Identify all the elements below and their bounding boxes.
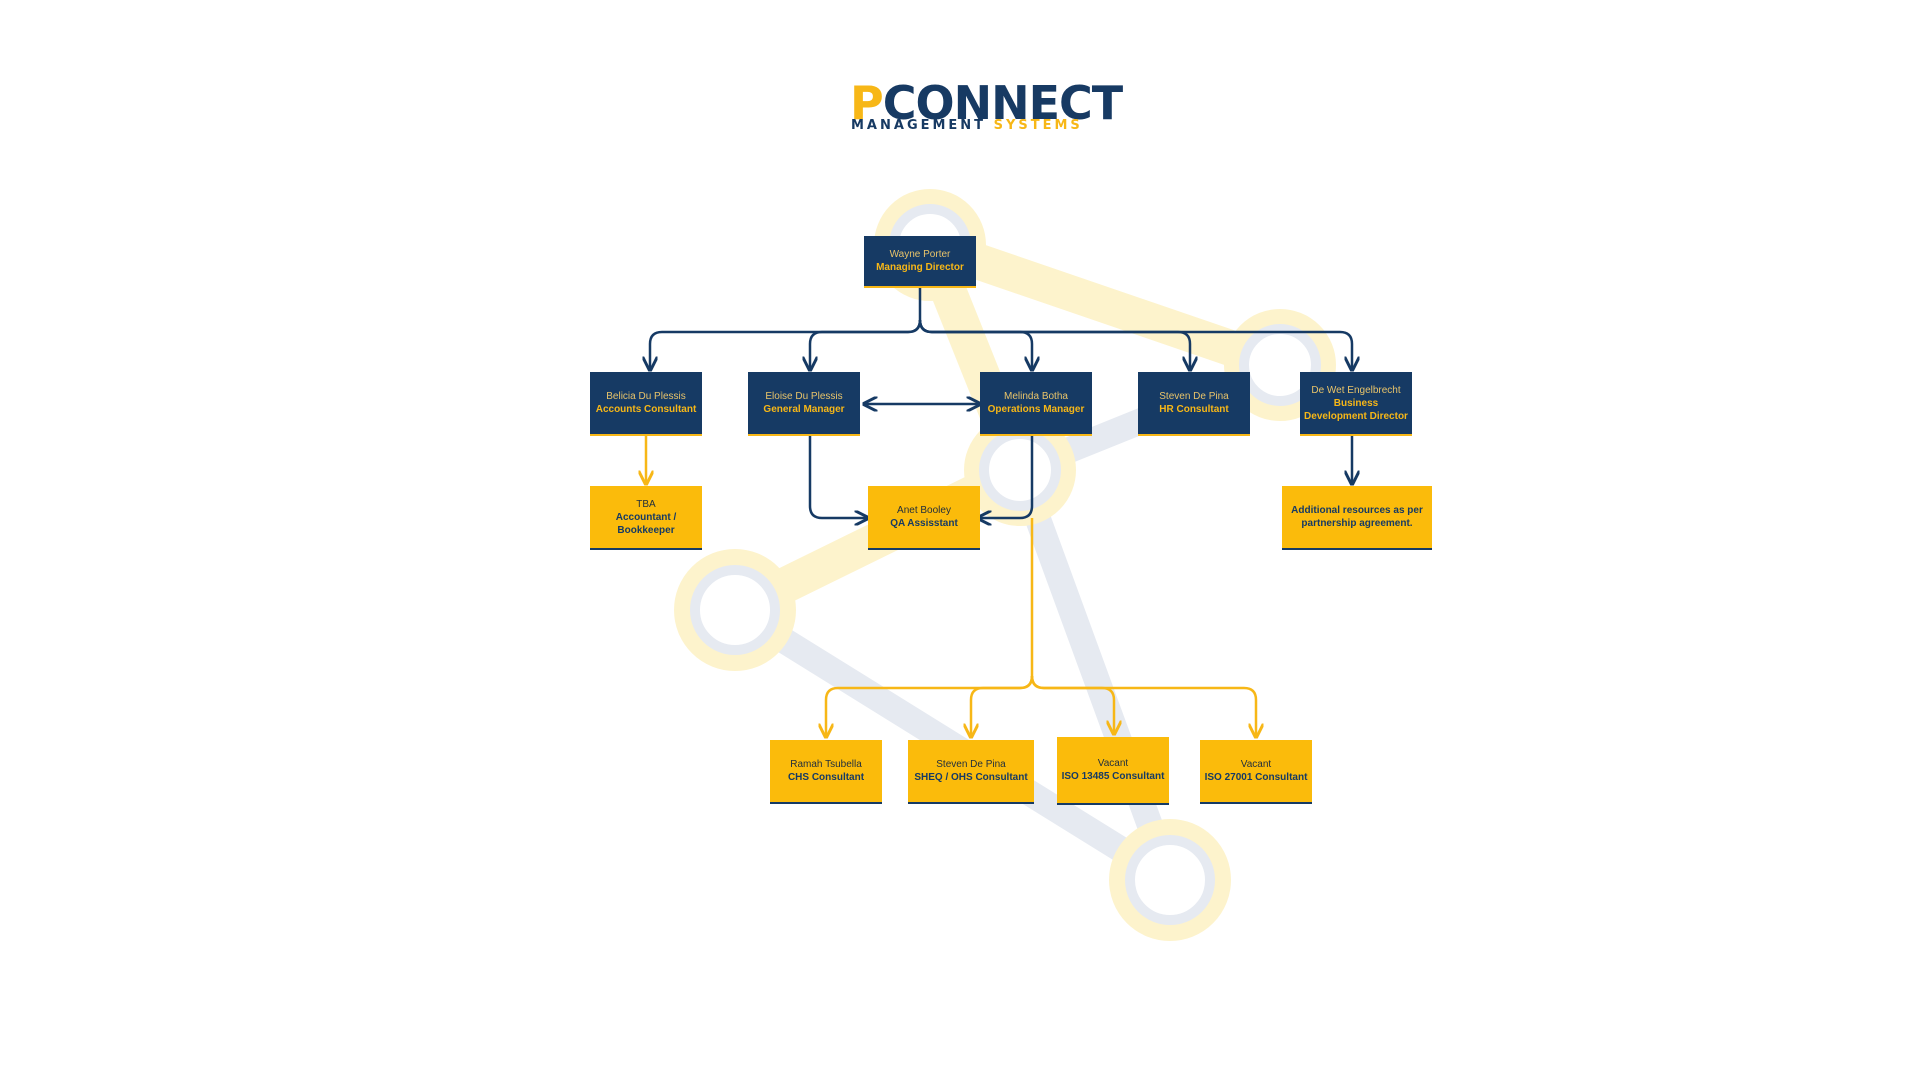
node-additional-resources: Additional resources as per partnership … [1282, 486, 1432, 550]
yellow-connectors [646, 436, 1256, 737]
company-logo: PCONNECT MANAGEMENT SYSTEMS [850, 80, 1123, 136]
navy-connectors [650, 288, 1352, 518]
logo-wordmark: PCONNECT [850, 80, 1123, 126]
node-role: Managing Director [876, 262, 964, 273]
node-qa-assistant: Anet Booley QA Assisstant [868, 486, 980, 550]
node-iso-13485-consultant: Vacant ISO 13485 Consultant [1057, 737, 1169, 805]
node-name: Melinda Botha [1004, 391, 1068, 402]
node-name: TBA [636, 498, 656, 510]
node-operations-manager: Melinda Botha Operations Manager [980, 372, 1092, 436]
node-role: Accounts Consultant [595, 404, 697, 415]
node-accounts-consultant: Belicia Du Plessis Accounts Consultant [590, 372, 702, 436]
node-name: Wayne Porter [889, 249, 951, 260]
logo-subtitle: MANAGEMENT SYSTEMS [851, 118, 1083, 133]
node-role: Additional resources as per partnership … [1291, 505, 1423, 529]
node-chs-consultant: Ramah Tsubella CHS Consultant [770, 740, 882, 804]
node-name: Eloise Du Plessis [765, 391, 843, 402]
node-accountant-bookkeeper: TBA Accountant / Bookkeeper [590, 486, 702, 550]
node-iso-27001-consultant: Vacant ISO 27001 Consultant [1200, 740, 1312, 804]
node-managing-director: Wayne Porter Managing Director [864, 236, 976, 288]
node-hr-consultant: Steven De Pina HR Consultant [1138, 372, 1250, 436]
node-role: ISO 27001 Consultant [1204, 772, 1308, 783]
logo-word: CONNECT [882, 76, 1123, 130]
node-general-manager: Eloise Du Plessis General Manager [748, 372, 860, 436]
node-name: Vacant [1097, 758, 1129, 769]
node-name: Steven De Pina [1159, 391, 1229, 402]
node-role: Accountant / Bookkeeper [615, 511, 677, 536]
node-name: Belicia Du Plessis [606, 391, 686, 402]
node-business-development-director: De Wet Engelbrecht Business Development … [1300, 372, 1412, 436]
node-name: De Wet Engelbrecht [1311, 384, 1401, 396]
node-role: ISO 13485 Consultant [1061, 771, 1165, 782]
node-name: Steven De Pina [936, 759, 1006, 770]
node-role: Operations Manager [987, 404, 1085, 415]
logo-letter-p: P [850, 76, 884, 130]
node-sheq-ohs-consultant: Steven De Pina SHEQ / OHS Consultant [908, 740, 1034, 804]
node-name: Vacant [1240, 759, 1272, 770]
node-role: Business Development Director [1304, 397, 1408, 422]
node-name: Anet Booley [897, 505, 951, 516]
node-role: HR Consultant [1159, 404, 1229, 415]
node-name: Ramah Tsubella [790, 759, 862, 770]
node-role: General Manager [763, 404, 845, 415]
node-role: QA Assisstant [890, 518, 958, 529]
node-role: SHEQ / OHS Consultant [914, 772, 1028, 783]
node-role: CHS Consultant [787, 772, 865, 783]
